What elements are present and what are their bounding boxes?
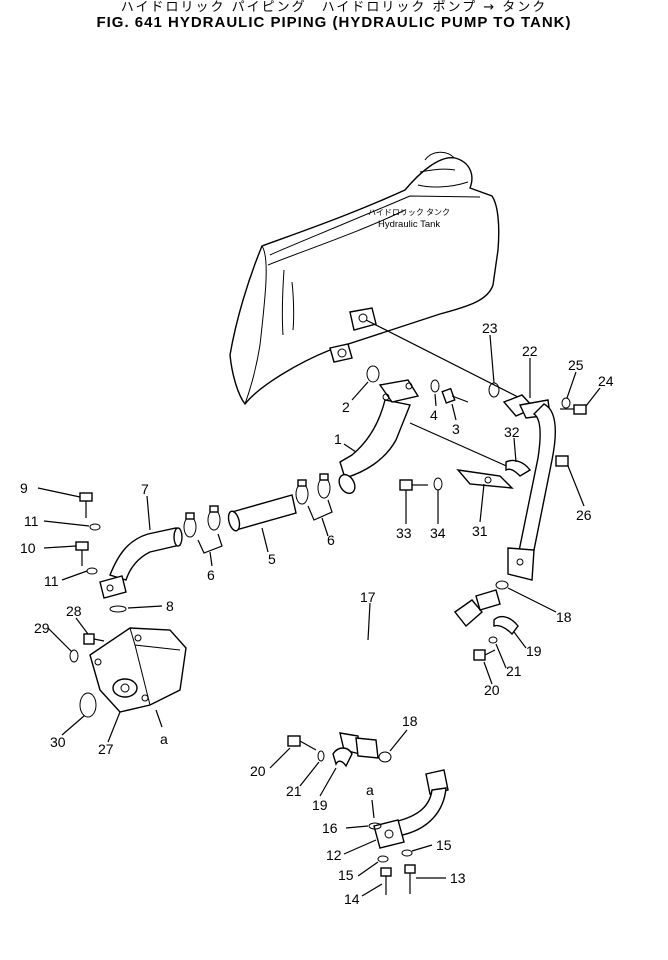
elbow-7	[99, 527, 183, 599]
tank-label-japanese: ハイドロリック タンク	[368, 208, 450, 217]
callout-15-right: 15	[436, 837, 452, 853]
bolt-3	[441, 387, 469, 404]
fitting-26	[555, 455, 569, 467]
figure-title: FIG. 641 HYDRAULIC PIPING (HYDRAULIC PUM…	[96, 14, 572, 31]
callout-22: 22	[522, 343, 538, 359]
hydraulic-pump-27	[89, 627, 187, 713]
hose-5	[227, 494, 297, 532]
bolt-13	[404, 864, 416, 894]
callout-5: 5	[268, 551, 276, 567]
bolt-14	[380, 867, 392, 895]
washer-29	[69, 649, 79, 663]
hydraulic-tank	[229, 151, 500, 406]
callout-11-upper: 11	[24, 513, 39, 529]
callout-11-lower: 11	[44, 573, 59, 589]
clamp-19-upper	[493, 615, 519, 636]
callout-20-lower: 20	[250, 763, 266, 779]
callout-32: 32	[504, 424, 520, 440]
callout-6-left: 6	[207, 567, 215, 583]
clamps-6-left	[183, 505, 221, 538]
callout-12: 12	[326, 847, 342, 863]
pipe-12	[373, 769, 449, 849]
o-ring-18-lower	[378, 751, 392, 763]
o-ring-30	[79, 692, 97, 718]
callout-17: 17	[360, 589, 376, 605]
washer-15-left	[377, 855, 389, 863]
clamps-6-right	[295, 473, 331, 505]
washer-15-right	[401, 849, 413, 857]
figure-header: ハイドロリック パイピング ハイドロリック ポンプ → タンク FIG. 641…	[0, 0, 668, 31]
bolt-10	[75, 541, 89, 566]
callout-10: 10	[20, 540, 36, 556]
callout-18-lower: 18	[402, 713, 418, 729]
clip-32	[505, 459, 532, 477]
reference-a-pump: a	[160, 731, 168, 747]
callout-3: 3	[452, 421, 460, 437]
washer-4	[430, 379, 440, 393]
bolt-33	[399, 479, 428, 491]
o-ring-16	[368, 822, 382, 830]
callout-19-lower: 19	[312, 797, 328, 813]
callout-2: 2	[342, 399, 350, 415]
o-ring-18-upper	[495, 580, 509, 590]
tank-label: Hydraulic Tank	[378, 219, 440, 230]
bolt-9	[79, 492, 93, 518]
hose-17	[301, 589, 501, 759]
washer-11-lower	[86, 567, 98, 575]
callout-30: 30	[50, 734, 66, 750]
washer-34	[433, 477, 443, 491]
callout-13: 13	[450, 870, 466, 886]
callout-21-upper: 21	[506, 663, 522, 679]
o-ring-8	[109, 605, 127, 613]
callout-33: 33	[396, 525, 412, 541]
callout-9: 9	[20, 480, 28, 496]
callout-7: 7	[141, 481, 149, 497]
washer-25	[561, 397, 571, 409]
callout-21-lower: 21	[286, 783, 302, 799]
washer-11-upper	[89, 523, 101, 531]
callout-28: 28	[66, 603, 82, 619]
reference-a-pipe: a	[366, 782, 374, 798]
callout-numbers: 1 2 3 4 5 6 6 7 8 9 10 11 11 12 13 14 15…	[20, 320, 614, 907]
callout-23: 23	[482, 320, 498, 336]
callout-4: 4	[430, 407, 438, 423]
callout-6-right: 6	[327, 532, 335, 548]
callout-19-upper: 19	[526, 643, 542, 659]
leader-lines	[37, 334, 601, 897]
figure-title-japanese: ハイドロリック パイピング ハイドロリック ポンプ → タンク	[120, 0, 548, 15]
clamp-19-lower	[332, 747, 353, 768]
o-ring-2	[366, 365, 380, 383]
callout-29: 29	[34, 620, 50, 636]
washer-21-lower	[317, 750, 325, 762]
washer-21-upper	[488, 636, 498, 644]
callout-1: 1	[334, 431, 342, 447]
callout-20-upper: 20	[484, 682, 500, 698]
callout-34: 34	[430, 525, 446, 541]
callout-24: 24	[598, 373, 614, 389]
pipe-22	[502, 394, 556, 581]
bolt-24	[560, 404, 587, 415]
callout-31: 31	[472, 523, 488, 539]
callout-25: 25	[568, 357, 584, 373]
callout-18-upper: 18	[556, 609, 572, 625]
pipe-1	[338, 379, 420, 495]
callout-14: 14	[344, 891, 360, 907]
callout-26: 26	[576, 507, 592, 523]
bracket-31	[456, 469, 514, 489]
callout-27: 27	[98, 741, 114, 757]
callout-16: 16	[322, 820, 338, 836]
callout-8: 8	[166, 598, 174, 614]
bolt-28	[83, 633, 105, 645]
callout-15-left: 15	[338, 867, 354, 883]
bolt-20-lower	[287, 735, 317, 751]
bolt-20-upper	[473, 649, 496, 661]
